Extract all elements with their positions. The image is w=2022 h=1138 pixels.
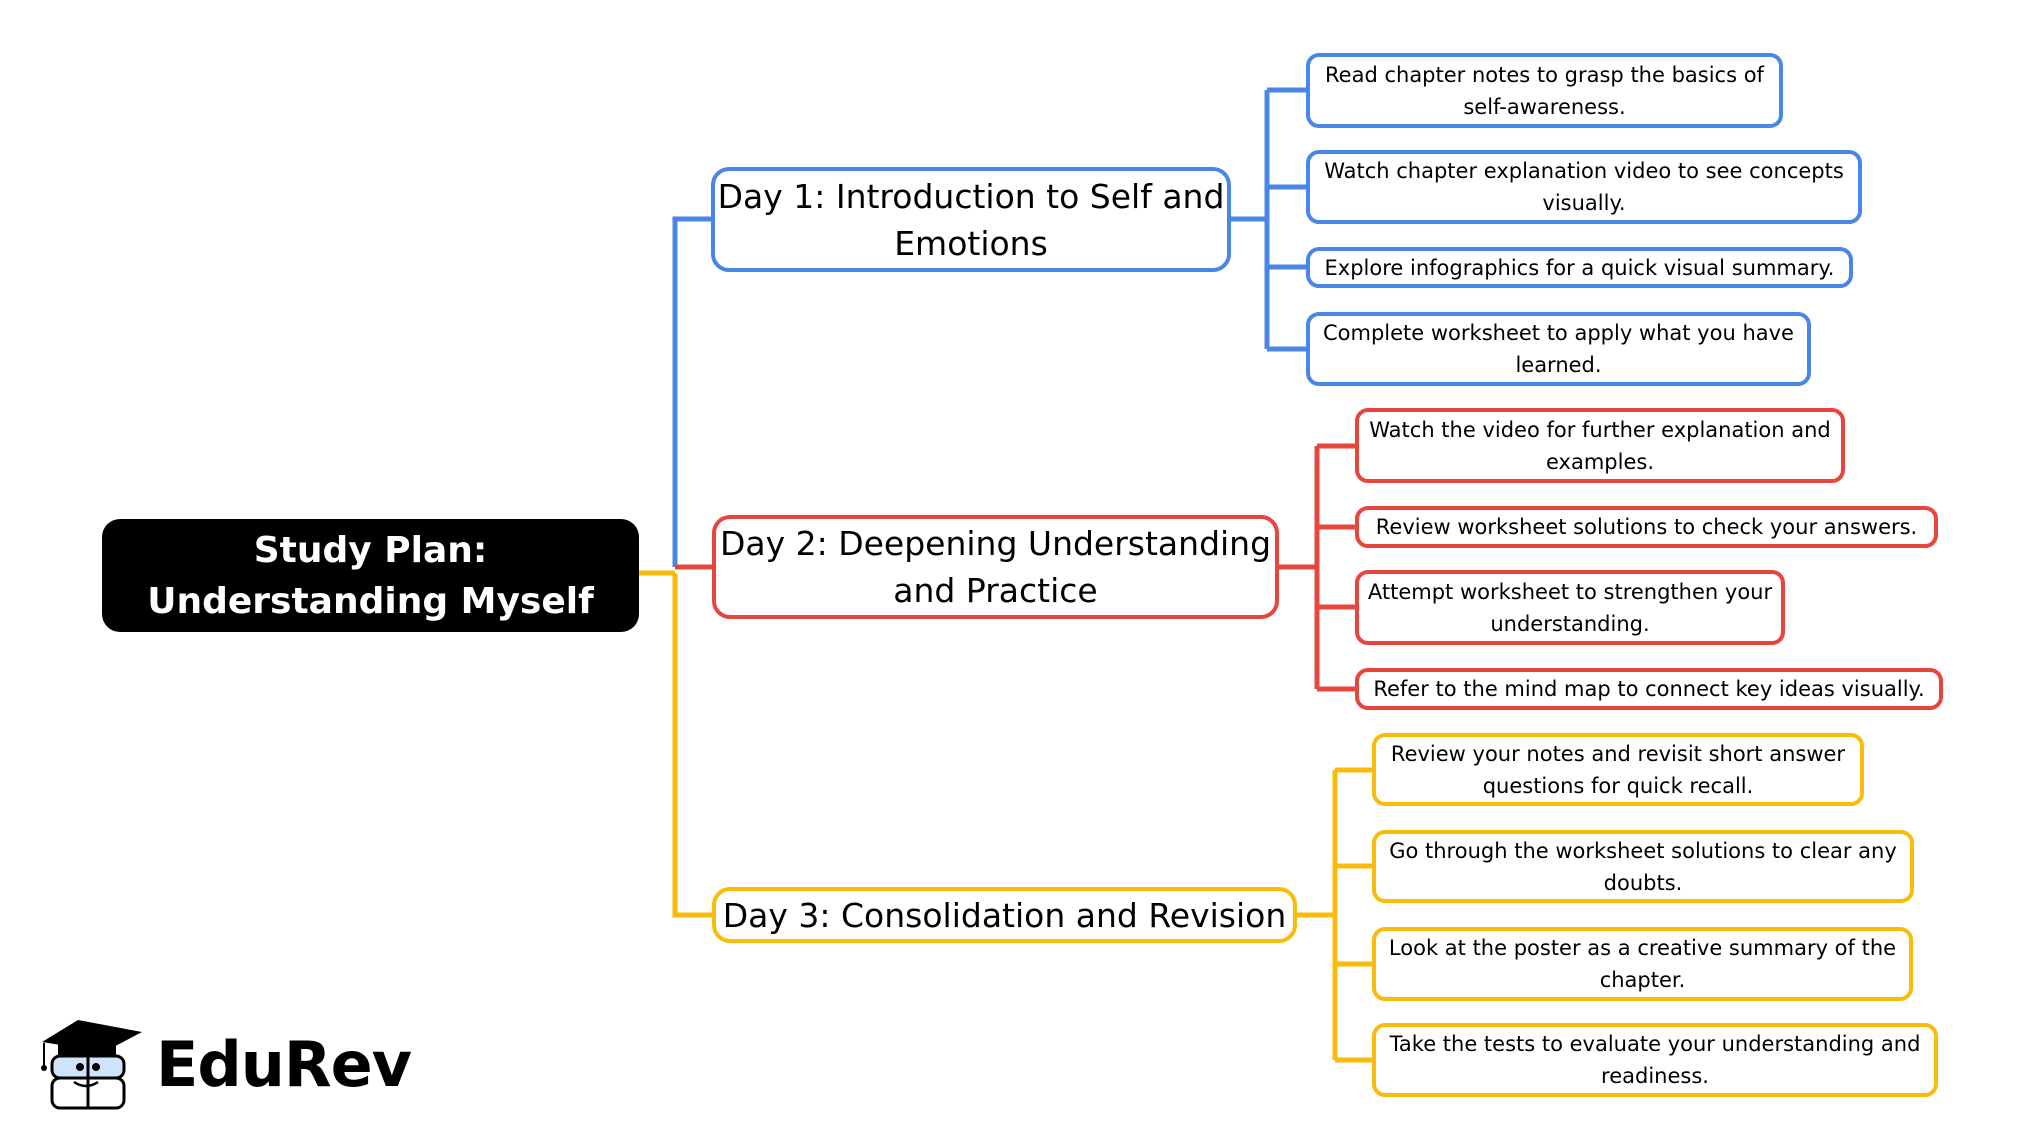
task-text: Attempt worksheet to strengthen your und…: [1367, 579, 1773, 636]
day3-label: Day 3: Consolidation and Revision: [722, 895, 1287, 935]
graduation-cap-mascot-icon: [41, 1020, 142, 1110]
day3-task: Review your notes and revisit short answ…: [1372, 733, 1864, 806]
connector-day3-bar: [1297, 767, 1372, 1063]
task-text: Watch the video for further explanation …: [1369, 417, 1831, 474]
connector-trunk-day1: [672, 216, 711, 567]
day2-task: Review worksheet solutions to check your…: [1355, 506, 1938, 548]
task-text: Watch chapter explanation video to see c…: [1324, 159, 1844, 215]
day2-node: Day 2: Deepening Understanding and Pract…: [712, 515, 1279, 619]
task-text: Explore infographics for a quick visual …: [1324, 255, 1835, 280]
day1-node: Day 1: Introduction to Self and Emotions: [711, 167, 1231, 272]
root-label: Study Plan: Understanding Myself: [147, 529, 594, 622]
day1-task: Read chapter notes to grasp the basics o…: [1306, 53, 1783, 128]
day1-label: Day 1: Introduction to Self and Emotions: [717, 176, 1225, 263]
task-text: Review your notes and revisit short answ…: [1390, 741, 1846, 798]
day2-label: Day 2: Deepening Understanding and Pract…: [719, 524, 1272, 610]
edurev-logo: EduRev: [38, 1018, 412, 1110]
task-text: Review worksheet solutions to check your…: [1375, 515, 1918, 539]
day2-task: Refer to the mind map to connect key ide…: [1355, 668, 1943, 710]
day3-node: Day 3: Consolidation and Revision: [712, 887, 1297, 943]
logo-text: EduRev: [156, 1027, 412, 1101]
day2-task: Attempt worksheet to strengthen your und…: [1355, 570, 1785, 645]
task-text: Look at the poster as a creative summary…: [1388, 936, 1897, 992]
day1-task: Complete worksheet to apply what you hav…: [1306, 312, 1811, 386]
day1-task: Watch chapter explanation video to see c…: [1306, 150, 1862, 224]
task-text: Go through the worksheet solutions to cl…: [1389, 838, 1897, 895]
task-text: Take the tests to evaluate your understa…: [1389, 1032, 1921, 1088]
task-text: Refer to the mind map to connect key ide…: [1373, 677, 1925, 701]
day1-task: Explore infographics for a quick visual …: [1306, 247, 1853, 288]
day2-task: Watch the video for further explanation …: [1355, 408, 1845, 483]
day3-task: Look at the poster as a creative summary…: [1372, 927, 1913, 1001]
task-text: Read chapter notes to grasp the basics o…: [1325, 62, 1764, 119]
day3-task: Go through the worksheet solutions to cl…: [1372, 830, 1914, 903]
connector-day2-bar: [1279, 443, 1355, 692]
day3-task: Take the tests to evaluate your understa…: [1372, 1023, 1938, 1097]
root-node: Study Plan: Understanding Myself: [102, 519, 639, 632]
task-text: Complete worksheet to apply what you hav…: [1323, 321, 1794, 377]
connector-day1-bar: [1231, 87, 1306, 352]
connector-trunk-day3: [672, 573, 712, 918]
